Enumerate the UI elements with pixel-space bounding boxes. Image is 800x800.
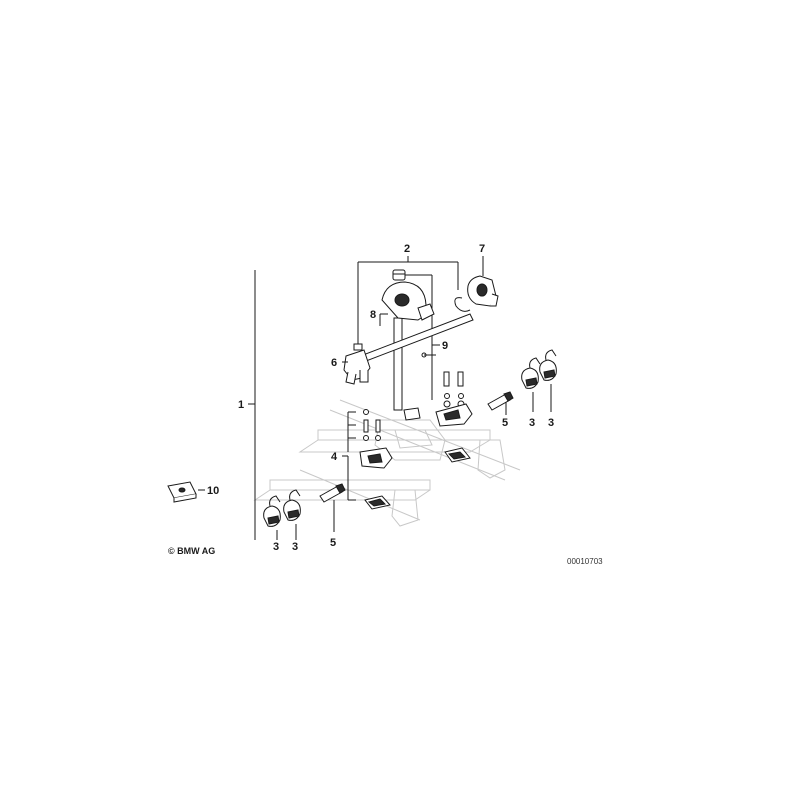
callout-10[interactable]: 10 (207, 485, 219, 497)
callout-7[interactable]: 7 (479, 243, 485, 255)
callout-6[interactable]: 6 (331, 357, 337, 369)
frame-holder (454, 275, 499, 312)
drawing-number: 00010703 (567, 557, 603, 566)
end-cap-5-left (319, 483, 346, 532)
strap-clip-3-left-b (283, 489, 301, 540)
clamp-set-4 (342, 409, 393, 501)
strap-clip-3-right-a (521, 357, 541, 412)
callout-3-right-b[interactable]: 3 (548, 417, 554, 429)
callout-5-left[interactable]: 5 (330, 537, 336, 549)
callout-3-left-b[interactable]: 3 (292, 541, 298, 553)
callout-3-right-a[interactable]: 3 (529, 417, 535, 429)
callout-5-right[interactable]: 5 (502, 417, 508, 429)
end-cap-5-right (487, 391, 514, 415)
callout-8[interactable]: 8 (370, 309, 376, 321)
callout-9[interactable]: 9 (442, 340, 448, 352)
bolt-stack-9 (403, 344, 473, 427)
carrier-arm (343, 269, 474, 411)
copyright-label: © BMW AG (168, 546, 215, 556)
leader-lines (342, 256, 484, 363)
roof-rack-ghost (253, 399, 521, 527)
callout-3-left-a[interactable]: 3 (273, 541, 279, 553)
assembly-bracket-1 (248, 270, 256, 540)
strap-clip-3-left-a (263, 495, 281, 540)
strap-clip-3-right-b (539, 349, 557, 412)
callout-1[interactable]: 1 (238, 399, 244, 411)
callout-2[interactable]: 2 (404, 243, 410, 255)
group-bracket-2 (357, 256, 459, 400)
adapter-plate-10 (167, 481, 205, 503)
rubber-pads (364, 447, 471, 510)
callout-4[interactable]: 4 (331, 451, 338, 463)
